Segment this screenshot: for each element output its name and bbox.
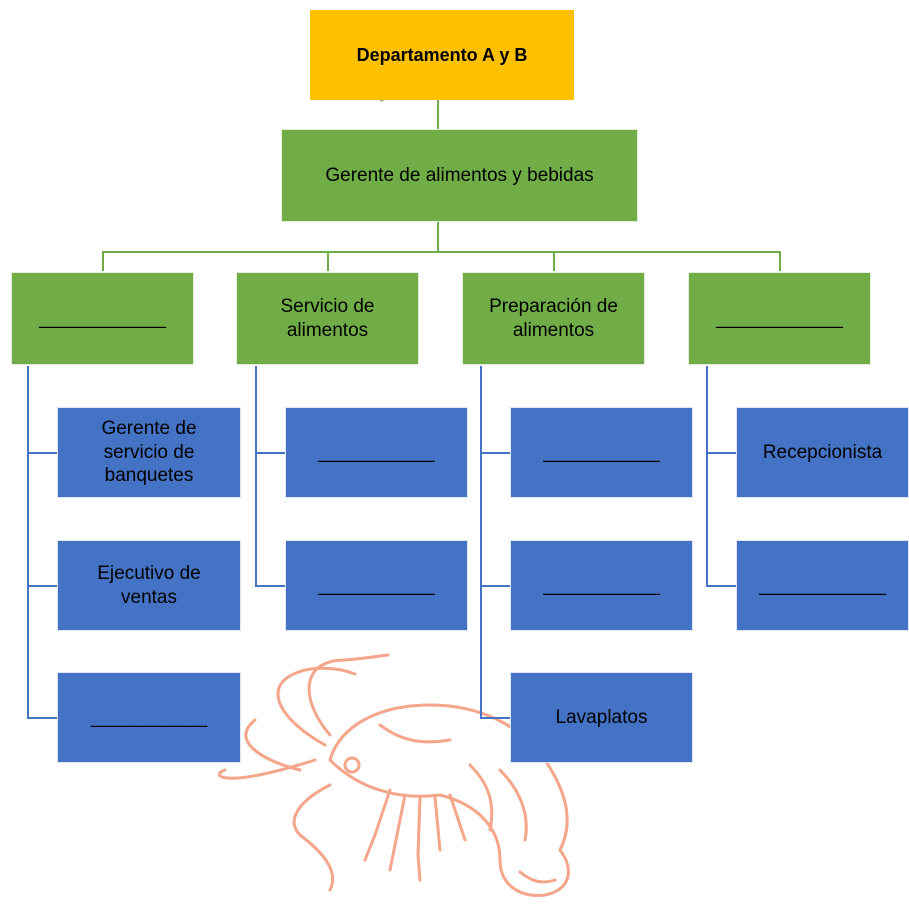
connector (553, 251, 555, 271)
connector (255, 452, 285, 454)
column-header: Servicio de alimentos (236, 272, 419, 365)
column-header: ____________ (688, 272, 871, 365)
role-node: ___________ (510, 540, 693, 631)
role-node: Lavaplatos (510, 672, 693, 763)
connector (27, 717, 57, 719)
connector (255, 585, 285, 587)
connector (437, 100, 439, 130)
role-node: Ejecutivo de ventas (57, 540, 241, 631)
column-header-label: ____________ (716, 307, 843, 329)
role-node-label: Lavaplatos (555, 706, 648, 728)
column-header-label: ____________ (39, 307, 166, 329)
connector (27, 452, 57, 454)
column-header: ____________ (11, 272, 194, 365)
column-header-label: Preparación de alimentos (489, 295, 618, 341)
connector (437, 222, 439, 252)
role-node-label: ___________ (318, 441, 435, 463)
manager-node: Gerente de alimentos y bebidas (281, 129, 638, 222)
role-node-label: ___________ (90, 706, 208, 728)
connector (255, 366, 257, 586)
top-node: Departamento A y B (310, 10, 574, 100)
connector (102, 251, 780, 253)
connector (327, 251, 329, 271)
role-node-label: ___________ (543, 574, 660, 596)
connector (779, 251, 781, 271)
connector (480, 452, 510, 454)
role-node: ____________ (736, 540, 909, 631)
connector (480, 585, 510, 587)
role-node: ___________ (510, 407, 693, 498)
column-header-label: Servicio de alimentos (280, 295, 375, 341)
connector (27, 366, 29, 718)
role-node-label: Ejecutivo de ventas (97, 562, 201, 608)
role-node-label: ___________ (543, 441, 660, 463)
role-node: ___________ (285, 540, 468, 631)
manager-node-label: Gerente de alimentos y bebidas (325, 164, 594, 186)
column-header: Preparación de alimentos (462, 272, 645, 365)
connector (27, 585, 57, 587)
role-node-label: Recepcionista (762, 441, 883, 463)
top-node-label: Departamento A y B (356, 44, 528, 65)
connector (102, 251, 104, 271)
role-node: ___________ (285, 407, 468, 498)
role-node: ___________ (57, 672, 241, 763)
connector (480, 366, 482, 718)
connector (706, 585, 736, 587)
connector (480, 717, 510, 719)
connector (706, 452, 736, 454)
role-node: Recepcionista (736, 407, 909, 498)
role-node: Gerente de servicio de banquetes (57, 407, 241, 498)
role-node-label: Gerente de servicio de banquetes (101, 417, 197, 487)
connector (706, 366, 708, 586)
role-node-label: ___________ (318, 574, 435, 596)
role-node-label: ____________ (759, 574, 886, 596)
